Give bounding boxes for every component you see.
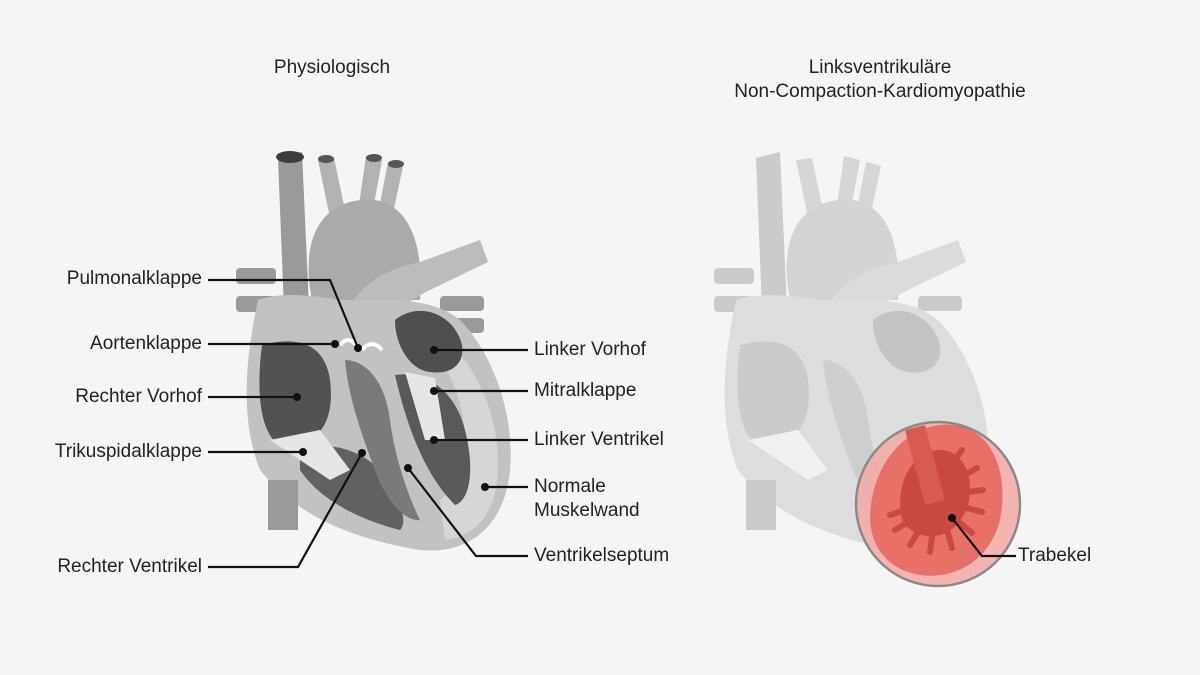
- left-atrium: [395, 310, 463, 373]
- pulmonary-vessel-3: [440, 296, 484, 311]
- title-lvnc-line2: Non-Compaction-Kardiomyopathie: [734, 81, 1026, 102]
- trabeculations: [887, 447, 986, 555]
- aortic-valve-shape: [338, 338, 358, 347]
- vena-cava-inferior: [268, 480, 298, 530]
- label-pulmonalklappe: Pulmonalklappe: [66, 268, 202, 289]
- heart-normal: [236, 151, 511, 551]
- leader-lines: [208, 278, 1016, 569]
- label-normale-muskelwand-line1: Normale: [534, 476, 606, 497]
- leader-pulmonalklappe: [208, 278, 360, 349]
- branch-opening-3: [388, 160, 404, 168]
- label-aortenklappe: Aortenklappe: [90, 333, 202, 354]
- septum-red: [905, 425, 945, 505]
- branch-opening-2: [366, 154, 382, 162]
- title-physiologisch: Physiologisch: [273, 57, 391, 78]
- trabekel-highlight: [854, 420, 1022, 588]
- leader-ventrikelseptum: [407, 467, 528, 558]
- zoom-circle-ring: [854, 420, 1022, 588]
- label-linker-vorhof: Linker Vorhof: [534, 339, 646, 360]
- septum: [345, 360, 420, 521]
- leader-trabekel: [951, 517, 1016, 558]
- label-normale-muskelwand-line2: Muskelwand: [534, 500, 640, 521]
- label-ventrikelseptum: Ventrikelseptum: [534, 545, 670, 566]
- tricuspid-chordae: [270, 430, 350, 480]
- leader-rechter-ventrikel: [208, 452, 363, 569]
- label-linker-ventrikel: Linker Ventrikel: [534, 429, 664, 450]
- pulmonary-vessel-1: [236, 268, 276, 284]
- title-lvnc-line1: Linksventrikuläre: [808, 57, 952, 78]
- branch-opening-1: [318, 155, 334, 163]
- vena-cava-opening: [276, 151, 304, 163]
- label-trikuspidalklappe: Trikuspidalklappe: [54, 441, 202, 462]
- label-normale-muskelwand: Normale Muskelwand: [534, 475, 640, 523]
- label-rechter-vorhof: Rechter Vorhof: [75, 386, 202, 407]
- label-rechter-ventrikel: Rechter Ventrikel: [57, 556, 202, 577]
- aortic-branch-1: [318, 158, 346, 218]
- vena-cava-superior: [278, 152, 310, 335]
- label-mitralklappe: Mitralklappe: [534, 380, 637, 401]
- title-lvnc: Linksventrikuläre Non-Compaction-Kardiom…: [660, 56, 1100, 104]
- pulmonary-valve-shape: [360, 342, 384, 352]
- label-trabekel: Trabekel: [1018, 545, 1092, 566]
